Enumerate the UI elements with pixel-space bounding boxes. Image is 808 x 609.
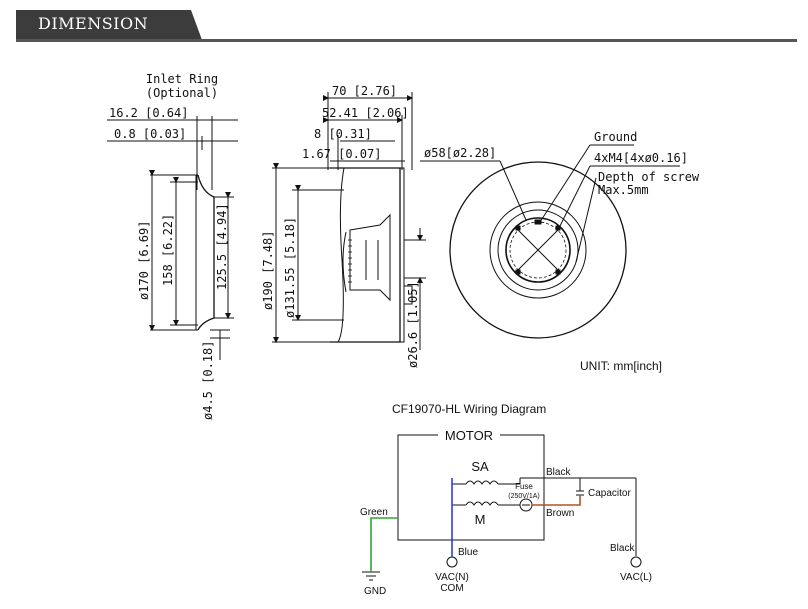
dim-0-8-label: 0.8 [0.03] — [114, 127, 186, 141]
unit-label: UNIT: mm[inch] — [580, 359, 662, 373]
screw-depth-label: Depth of screw — [598, 170, 700, 184]
black-wire-right-label: Black — [610, 543, 635, 554]
dim-8-label: 8 [0.31] — [314, 127, 372, 141]
vac-n-label: VAC(N) — [435, 572, 469, 583]
inlet-ring-label: Inlet Ring — [146, 72, 218, 86]
brown-wire-label: Brown — [546, 508, 574, 519]
dim-4-5-label: ø4.5 [0.18] — [201, 341, 215, 420]
dim-70-label: 70 [2.76] — [332, 84, 397, 98]
wiring-title: CF19070-HL Wiring Diagram — [392, 402, 546, 416]
brown-wire — [532, 495, 581, 506]
gnd-label: GND — [364, 586, 386, 597]
fuse-label: Fuse — [515, 482, 533, 491]
inlet-ring-optional-label: (Optional) — [146, 86, 218, 100]
fan-front-view — [420, 144, 680, 339]
fan-side-view — [272, 92, 426, 350]
section-divider — [16, 39, 797, 42]
fuse-rating-label: (250V/1A) — [508, 493, 540, 500]
green-wire — [370, 517, 398, 572]
sa-coil-label: SA — [471, 459, 489, 474]
wiring-diagram — [362, 434, 642, 581]
motor-label: MOTOR — [445, 428, 493, 443]
dim-131-55-label: ø131.55 [5.18] — [283, 217, 297, 318]
vac-l-label: VAC(L) — [620, 572, 652, 583]
inlet-ring-view: Inlet Ring (Optional) 16.2 [0.64] 0.8 [0… — [107, 72, 238, 360]
section-header-tab — [16, 10, 202, 40]
ground-label: Ground — [594, 130, 637, 144]
m-coil-label: M — [475, 512, 486, 527]
dim-1-67-label: 1.67 [0.07] — [302, 147, 381, 161]
green-wire-label: Green — [360, 507, 388, 518]
dim-26-6-label: ø26.6 [1.05] — [406, 281, 420, 368]
vac-n-com-label: COM — [440, 583, 463, 594]
dim-158-label: 158 [6.22] — [161, 214, 175, 286]
black-wire-label: Black — [546, 467, 571, 478]
screw-spec-label: 4xM4[4xø0.16] — [594, 151, 688, 165]
dim-52-41-label: 52.41 [2.06] — [322, 106, 409, 120]
dim-170-label: ø170 [6.69] — [137, 221, 151, 300]
dim-125-5-label: 125.5 [4.94] — [215, 203, 229, 290]
dim-190-label: ø190 [7.48] — [261, 231, 275, 310]
screw-depth-max-label: Max.5mm — [598, 183, 649, 197]
capacitor-label: Capacitor — [588, 488, 631, 499]
blue-wire-label: Blue — [458, 547, 478, 558]
section-title: DIMENSION — [38, 14, 149, 33]
dim-16-2-label: 16.2 [0.64] — [109, 106, 188, 120]
dim-58-label: ø58[ø2.28] — [424, 146, 496, 160]
